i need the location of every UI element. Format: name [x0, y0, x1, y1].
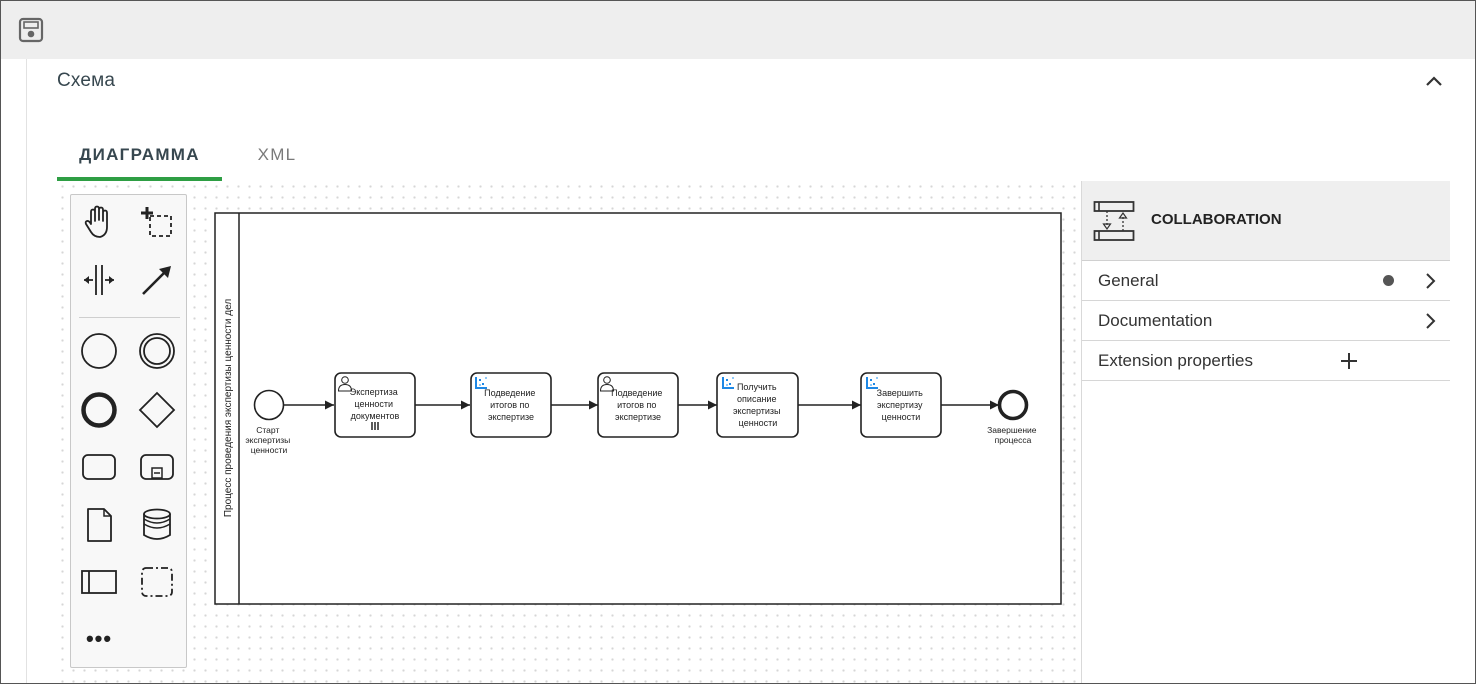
- label-line: экспертизу: [877, 400, 923, 410]
- label-line: экспертизы: [245, 435, 290, 445]
- space-tool-icon[interactable]: [76, 257, 122, 303]
- save-icon[interactable]: [18, 17, 44, 43]
- plus-icon[interactable]: [1339, 351, 1359, 376]
- lasso-tool-icon[interactable]: [134, 199, 180, 245]
- user-task-icon: [599, 376, 615, 392]
- toolbar: [1, 1, 1475, 59]
- data-store-tool-icon[interactable]: [134, 502, 180, 548]
- label-line: документов: [351, 411, 400, 421]
- user-task-icon: [337, 376, 353, 392]
- pool-label: Процесс проведения экспертизы ценности д…: [223, 299, 234, 517]
- label-line: ценности: [251, 445, 288, 455]
- start-event-label: Старт экспертизы ценности: [245, 425, 292, 455]
- label-line: ценности: [354, 399, 393, 409]
- tab-xml[interactable]: XML: [257, 144, 297, 164]
- label-line: описание: [737, 394, 776, 404]
- chevron-right-icon[interactable]: [1424, 272, 1438, 295]
- tool-palette: •••: [70, 194, 187, 668]
- section-title: Схема: [57, 70, 116, 91]
- properties-header: COLLABORATION: [1082, 181, 1450, 261]
- group-label: Extension properties: [1098, 351, 1253, 370]
- task-label: Получить описание экспертизы ценности: [733, 382, 783, 428]
- task-1[interactable]: Экспертиза ценности документов: [334, 372, 416, 438]
- more-tools-icon[interactable]: •••: [85, 626, 113, 651]
- end-event-label: Завершение процесса: [987, 425, 1039, 445]
- label-line: итогов по: [490, 400, 529, 410]
- label-line: Завершить: [877, 388, 924, 398]
- start-event[interactable]: Старт экспертизы ценности: [245, 389, 292, 456]
- start-event-tool-icon[interactable]: [76, 328, 122, 374]
- task-2[interactable]: Подведение итогов по экспертизе: [470, 372, 552, 438]
- label-line: экспертизы: [733, 406, 781, 416]
- service-task-icon: [722, 377, 734, 389]
- collaboration-icon: [1093, 200, 1135, 247]
- hand-tool-icon[interactable]: [76, 199, 122, 245]
- label-line: ценности: [739, 418, 778, 428]
- label-line: итогов по: [617, 400, 656, 410]
- task-label: Подведение итогов по экспертизе: [484, 388, 538, 422]
- palette-separator: [79, 317, 180, 318]
- properties-panel: COLLABORATION General Documentation Exte…: [1081, 181, 1450, 684]
- task-label: Экспертиза ценности документов: [350, 387, 401, 421]
- task-3[interactable]: Подведение итогов по экспертизе: [597, 372, 679, 438]
- label-line: ценности: [882, 412, 921, 422]
- group-label: Documentation: [1098, 311, 1213, 330]
- service-task-icon: [866, 377, 878, 389]
- chevron-up-icon[interactable]: [1422, 70, 1446, 94]
- data-indicator-dot: [1383, 275, 1394, 286]
- label-line: Получить: [737, 382, 777, 392]
- service-task-icon: [475, 377, 487, 389]
- task-4[interactable]: Получить описание экспертизы ценности: [716, 372, 799, 438]
- chevron-right-icon[interactable]: [1424, 312, 1438, 335]
- bpmn-diagram: Процесс проведения экспертизы ценности д…: [214, 212, 1062, 605]
- task-label: Подведение итогов по экспертизе: [611, 388, 665, 422]
- global-connect-tool-icon[interactable]: [134, 257, 180, 303]
- label-line: Экспертиза: [350, 387, 398, 397]
- intermediate-event-tool-icon[interactable]: [134, 328, 180, 374]
- label-line: Старт: [256, 425, 279, 435]
- group-label: General: [1098, 271, 1159, 290]
- group-tool-icon[interactable]: [134, 559, 180, 605]
- task-5[interactable]: Завершить экспертизу ценности: [860, 372, 942, 438]
- documentation-group[interactable]: Documentation: [1082, 301, 1450, 341]
- extension-properties-group[interactable]: Extension properties: [1082, 341, 1450, 381]
- end-event-tool-icon[interactable]: [76, 387, 122, 433]
- label-line: процесса: [995, 435, 1032, 445]
- active-tab-indicator: [57, 177, 222, 181]
- label-line: экспертизе: [615, 412, 661, 422]
- tab-diagram[interactable]: ДИАГРАММА: [79, 144, 200, 164]
- end-event[interactable]: Завершение процесса: [987, 389, 1039, 446]
- label-line: Завершение: [987, 425, 1037, 435]
- task-label: Завершить экспертизу ценности: [877, 388, 926, 422]
- element-type-label: COLLABORATION: [1151, 211, 1282, 228]
- general-group[interactable]: General: [1082, 261, 1450, 301]
- label-line: Подведение: [611, 388, 662, 398]
- pool-tool-icon[interactable]: [76, 559, 122, 605]
- data-object-tool-icon[interactable]: [76, 502, 122, 548]
- subprocess-tool-icon[interactable]: [134, 444, 180, 490]
- label-line: Подведение: [484, 388, 535, 398]
- multi-instance-marker-icon: [371, 422, 379, 430]
- label-line: экспертизе: [488, 412, 534, 422]
- gateway-tool-icon[interactable]: [134, 387, 180, 433]
- task-tool-icon[interactable]: [76, 444, 122, 490]
